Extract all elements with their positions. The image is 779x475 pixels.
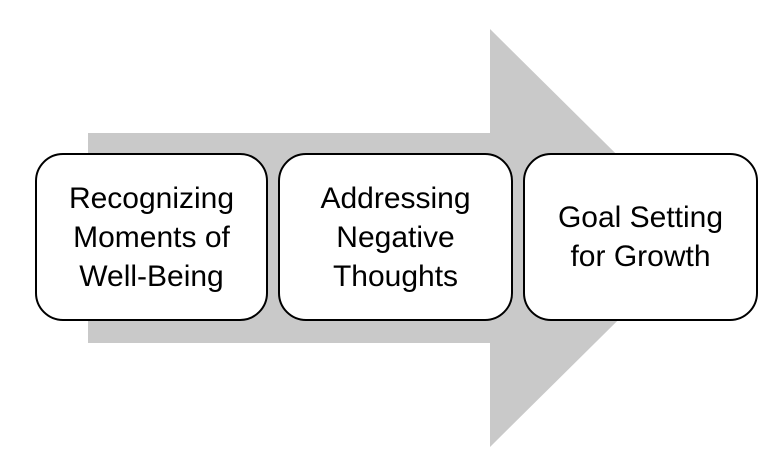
step-text-line: Goal Setting [557,201,724,234]
step-box-recognizing-well-being: Recognizing Moments of Well-Being [35,153,268,321]
step-box-addressing-negative-thoughts: Addressing Negative Thoughts [278,153,513,321]
step-text-line: for Growth [570,240,711,273]
step-text-line: Negative [336,220,455,254]
step-text-line: Moments of [73,220,230,254]
step-text-line: Well-Being [79,259,224,293]
step-text-line: Recognizing [68,181,235,215]
step-text-line: Addressing [320,181,471,215]
step-text-line: Thoughts [332,259,459,293]
step-box-goal-setting-growth: Goal Setting for Growth [523,153,758,321]
